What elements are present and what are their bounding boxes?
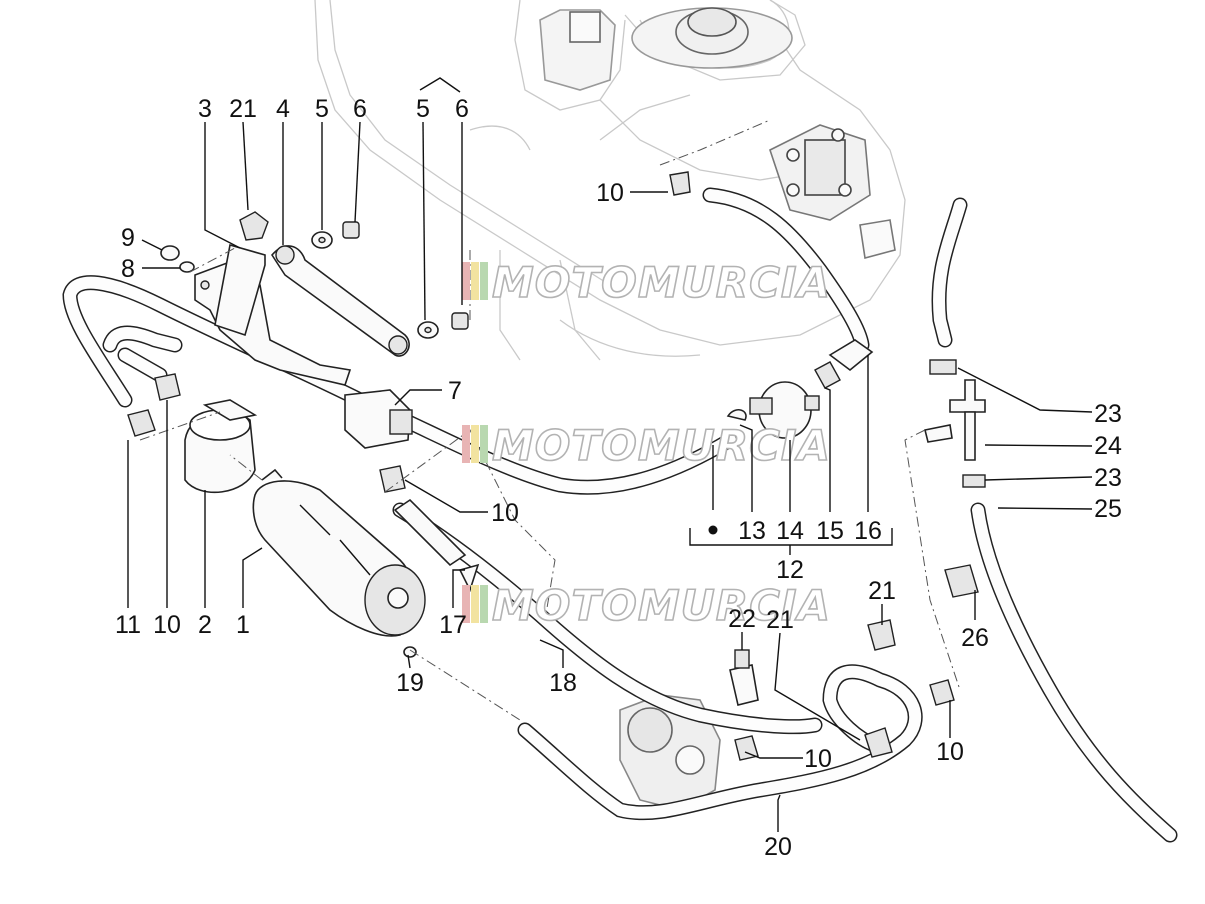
callout-21: 21 — [229, 95, 257, 123]
fuel-tank-outline — [314, 0, 906, 361]
callout-15: 15 — [816, 517, 844, 545]
callout-17: 17 — [439, 611, 467, 639]
callout-10: 10 — [596, 179, 624, 207]
callout-18: 18 — [549, 669, 577, 697]
nut — [160, 221, 469, 330]
callout-16: 16 — [854, 517, 882, 545]
filter-outlet-pipe — [393, 498, 480, 593]
callout-7: 7 — [448, 377, 462, 405]
callout-8: 8 — [121, 255, 135, 283]
callout-21: 21 — [868, 577, 896, 605]
callout-23: 23 — [1094, 464, 1122, 492]
pump-clamp — [184, 399, 258, 494]
hose-clip — [127, 171, 979, 761]
callout-21: 21 — [766, 606, 794, 634]
watermark-text: MOTOMURCIA — [492, 258, 831, 307]
callout-14: 14 — [776, 517, 804, 545]
hose-18 — [392, 502, 823, 735]
callout-9: 9 — [121, 224, 135, 252]
callout-5: 5 — [315, 95, 329, 123]
hose-25 — [970, 502, 1178, 843]
mounting-bracket — [194, 243, 352, 386]
hose-20 — [517, 664, 923, 821]
callout-4: 4 — [276, 95, 290, 123]
fuel-pump-flange — [539, 9, 616, 91]
leader-lines — [127, 77, 1093, 832]
callout-5: 5 — [416, 95, 430, 123]
callout-19: 19 — [396, 669, 424, 697]
hose-clamp-small — [403, 646, 417, 658]
sensor-22 — [729, 649, 759, 706]
hose-upper-right — [702, 187, 870, 353]
washer — [311, 231, 439, 339]
callout-10: 10 — [804, 745, 832, 773]
callout-25: 25 — [1094, 495, 1122, 523]
bullet-dot — [708, 525, 718, 535]
callout-1: 1 — [236, 611, 250, 639]
hose-breather-top — [931, 197, 968, 348]
callout-10: 10 — [153, 611, 181, 639]
tee-fitting — [924, 359, 986, 488]
check-valve — [726, 381, 820, 439]
connector-16 — [814, 339, 874, 389]
fuel-filter — [252, 468, 426, 637]
strap-arm — [271, 245, 410, 357]
watermark: MOTOMURCIA MOTOMURCIA MOTOMURCIA — [462, 257, 831, 631]
callout-6: 6 — [353, 95, 367, 123]
fuel-cap — [631, 7, 793, 69]
callouts: 3 21 4 5 6 5 6 9 8 10 7 10 11 10 2 1 17 … — [115, 95, 1122, 861]
callout-26: 26 — [961, 624, 989, 652]
watermark-text: MOTOMURCIA — [492, 421, 831, 470]
callout-2: 2 — [198, 611, 212, 639]
callout-6: 6 — [455, 95, 469, 123]
callout-20: 20 — [764, 833, 792, 861]
callout-23: 23 — [1094, 400, 1122, 428]
callout-13: 13 — [738, 517, 766, 545]
callout-24: 24 — [1094, 432, 1122, 460]
callout-3: 3 — [198, 95, 212, 123]
frame-bracket-right — [769, 124, 896, 260]
callout-11: 11 — [115, 611, 141, 639]
callout-10: 10 — [936, 738, 964, 766]
throttle-body — [619, 694, 721, 811]
watermark-text: MOTOMURCIA — [492, 581, 831, 630]
callout-10: 10 — [491, 499, 519, 527]
callout-22: 22 — [728, 605, 756, 633]
callout-12: 12 — [776, 556, 804, 584]
hose-short-bend — [102, 325, 183, 383]
solenoid-valve — [344, 389, 413, 449]
